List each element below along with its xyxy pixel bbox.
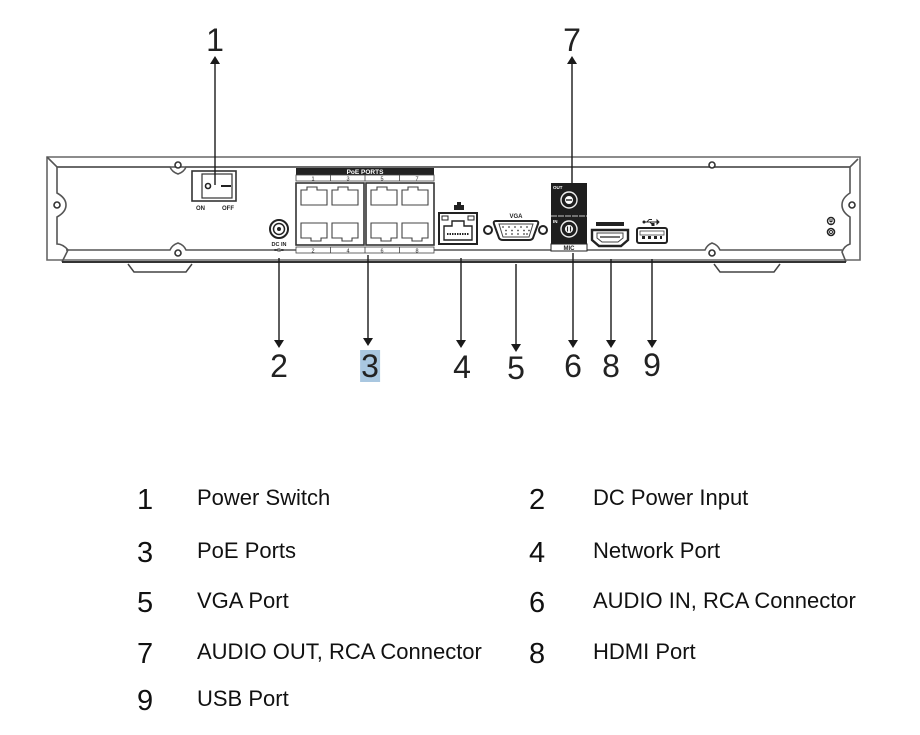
screw-icon	[53, 201, 61, 209]
right-foot	[713, 263, 781, 273]
legend-number: 1	[137, 484, 154, 516]
hdmi-port[interactable]	[590, 222, 630, 248]
poe-port-number[interactable]: 5	[380, 177, 383, 183]
network-icon[interactable]	[454, 202, 464, 210]
audio-out-label: OUT	[553, 185, 563, 190]
screws	[53, 161, 856, 257]
ground-icon	[826, 216, 836, 226]
screw-icon	[174, 249, 182, 257]
rj45-port-icon[interactable]	[300, 222, 328, 242]
power-on-icon[interactable]	[204, 182, 212, 190]
callout-label-7: 7	[563, 22, 581, 58]
callout-label-1: 1	[206, 22, 224, 58]
audio-in-label: IN	[553, 219, 558, 224]
legend-text: Network Port	[593, 538, 721, 563]
legend-text: PoE Ports	[197, 538, 297, 563]
audio-in-rca[interactable]	[560, 220, 578, 238]
callout-label-8: 8	[602, 348, 620, 384]
legend-number: 3	[137, 537, 154, 569]
legend-number: 2	[529, 484, 546, 516]
network-port[interactable]	[438, 202, 478, 245]
callout-label-3: 3	[360, 348, 380, 384]
vga-label[interactable]: VGA	[509, 214, 523, 220]
legend-number: 4	[529, 537, 546, 569]
dc-in-label[interactable]: DC IN	[272, 242, 287, 248]
dc-polarity-icon[interactable]: =G=	[274, 248, 284, 254]
power-switch[interactable]: ON OFF	[191, 170, 237, 212]
poe-port-number[interactable]: 7	[415, 177, 418, 183]
poe-port-number[interactable]: 4	[346, 249, 349, 255]
audio-panel: OUT IN MIC	[550, 183, 588, 252]
screw-icon	[708, 161, 716, 169]
callout-label-9: 9	[643, 347, 661, 383]
power-on-label[interactable]: ON	[196, 206, 205, 212]
legend-text: AUDIO OUT, RCA Connector	[197, 639, 482, 664]
callout-label-6: 6	[564, 348, 582, 384]
legend-number: 9	[137, 685, 154, 717]
legend-text: DC Power Input	[593, 485, 749, 510]
legend-text: HDMI Port	[593, 639, 696, 664]
dc-power-input[interactable]: DC IN =G=	[269, 219, 289, 254]
callout-label-4: 4	[453, 349, 471, 385]
ground-terminal	[826, 216, 836, 237]
chassis	[46, 156, 861, 263]
poe-port-number[interactable]: 2	[311, 249, 314, 255]
legend-text: VGA Port	[197, 588, 289, 613]
rj45-port-icon[interactable]	[401, 222, 429, 242]
mic-label: MIC	[564, 246, 576, 252]
rj45-port-icon[interactable]	[300, 186, 328, 206]
poe-ports[interactable]: PoE PORTS 1 3 5 7	[295, 168, 435, 255]
screw-icon	[174, 161, 182, 169]
callout-lines	[210, 56, 657, 352]
legend-number: 8	[529, 638, 546, 670]
rear-panel-diagram: ON OFF DC IN =G= PoE PORTS 1 3 5 7	[46, 22, 861, 386]
rj45-port-icon[interactable]	[370, 222, 398, 242]
usb-icon[interactable]	[642, 218, 660, 226]
rear-panel-svg: ON OFF DC IN =G= PoE PORTS 1 3 5 7	[46, 56, 861, 352]
poe-port-number[interactable]: 8	[415, 249, 418, 255]
audio-out-rca[interactable]	[560, 191, 578, 209]
poe-port-number[interactable]: 1	[311, 177, 314, 183]
legend-number: 7	[137, 638, 154, 670]
left-foot	[127, 263, 193, 273]
callout-label-2: 2	[270, 348, 288, 384]
rj45-port-icon[interactable]	[370, 186, 398, 206]
usb-port[interactable]	[636, 218, 668, 244]
legend-text: USB Port	[197, 686, 289, 711]
poe-port-number[interactable]: 6	[380, 249, 383, 255]
legend-text: Power Switch	[197, 485, 331, 510]
screw-icon	[848, 201, 856, 209]
hdmi-logo-icon[interactable]	[596, 222, 624, 226]
legend-number: 5	[137, 587, 154, 619]
rj45-port-icon[interactable]	[401, 186, 429, 206]
rj45-port-icon[interactable]	[331, 186, 359, 206]
poe-port-number[interactable]: 3	[346, 177, 349, 183]
power-off-label[interactable]: OFF	[222, 206, 234, 212]
rj45-port-icon[interactable]	[331, 222, 359, 242]
legend-number: 6	[529, 587, 546, 619]
legend-text: AUDIO IN, RCA Connector	[593, 588, 856, 613]
poe-header-label[interactable]: PoE PORTS	[347, 169, 385, 176]
screw-icon	[708, 249, 716, 257]
callout-label-5: 5	[507, 350, 525, 386]
vga-port[interactable]: VGA	[483, 214, 548, 241]
